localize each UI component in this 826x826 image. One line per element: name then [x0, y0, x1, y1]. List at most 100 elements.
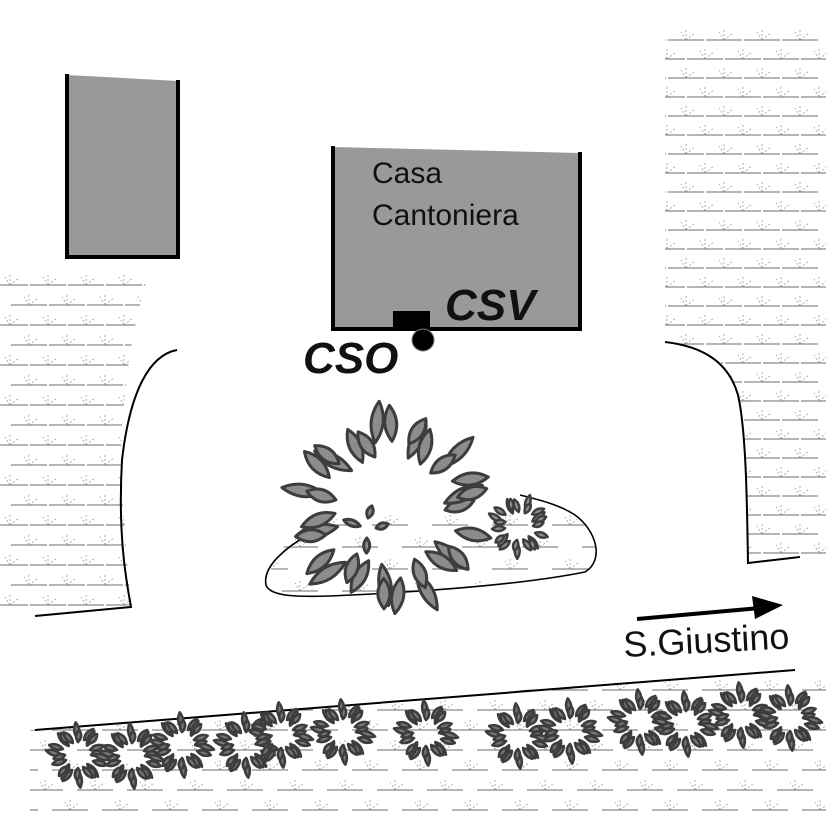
- leaf-shape: [643, 732, 656, 747]
- leaf-shape: [260, 745, 271, 758]
- leaf-shape: [715, 712, 730, 721]
- leaf-shape: [422, 706, 431, 722]
- leaf-shape: [101, 743, 119, 753]
- leaf-shape: [493, 506, 507, 517]
- direction-arrow-icon: [636, 596, 783, 621]
- leaf-shape: [145, 759, 163, 769]
- leaf-shape: [276, 746, 285, 762]
- leaf-shape: [242, 718, 251, 734]
- leaf-shape: [531, 520, 545, 529]
- leaf-shape: [573, 741, 586, 756]
- leaf-shape: [241, 756, 250, 772]
- shrub-small: [487, 493, 549, 561]
- leaf-shape: [291, 723, 308, 732]
- leaf-shape: [62, 730, 75, 745]
- leaf-shape: [407, 417, 428, 446]
- leaf-shape: [353, 720, 370, 729]
- leaf-shape: [374, 521, 390, 531]
- leaf-shape: [277, 708, 286, 724]
- leaf-shape: [400, 730, 415, 739]
- leaf-shape: [185, 755, 198, 770]
- leaf-shape: [195, 748, 213, 758]
- leaf-shape: [744, 725, 757, 740]
- leaf-shape: [660, 721, 675, 730]
- leaf-shape: [356, 430, 377, 459]
- leaf-shape: [494, 534, 506, 544]
- leaf-shape: [580, 708, 591, 721]
- leaf-shape: [305, 487, 338, 504]
- leaf-shape: [764, 715, 779, 724]
- leaf-shape: [365, 504, 375, 520]
- leaf-shape: [429, 453, 457, 475]
- leaf-shape: [284, 745, 297, 760]
- leaf-shape: [88, 732, 99, 745]
- leaf-shape: [389, 576, 406, 616]
- leaf-shape: [421, 744, 430, 760]
- leaf-shape: [493, 518, 507, 526]
- leaf-shape: [339, 705, 348, 721]
- leaf-shape: [566, 704, 575, 720]
- hedge-row: [44, 681, 824, 790]
- leaf-shape: [338, 743, 347, 759]
- leaf-shape: [696, 701, 707, 714]
- leaf-shape: [583, 734, 601, 744]
- leaf-shape: [800, 695, 811, 708]
- leaf-shape: [410, 708, 423, 723]
- leaf-shape: [580, 719, 597, 728]
- leaf-shape: [52, 752, 67, 761]
- leaf-shape: [57, 765, 68, 778]
- leaf-shape: [439, 736, 457, 746]
- leaf-shape: [700, 721, 720, 731]
- building-label-line1: Casa: [372, 157, 442, 190]
- leaf-shape: [327, 707, 340, 722]
- leaf-shape: [230, 720, 243, 735]
- shrub-large: [280, 399, 493, 616]
- leaf-shape: [774, 693, 787, 708]
- leaf-shape: [512, 498, 521, 514]
- casa-cantoniera-building: Casa Cantoniera CSV: [331, 146, 582, 331]
- leaf-shape: [710, 702, 728, 712]
- leaf-shape: [786, 691, 795, 707]
- leaf-shape: [220, 742, 235, 751]
- leaf-shape: [343, 552, 361, 585]
- leaf-shape: [383, 403, 399, 443]
- leaf-shape: [636, 695, 645, 711]
- leaf-shape: [655, 711, 673, 721]
- leaf-shape: [291, 712, 302, 725]
- leaf-shape: [295, 732, 315, 742]
- leaf-shape: [300, 511, 337, 530]
- leaf-shape: [151, 732, 169, 742]
- leaf-shape: [305, 548, 336, 576]
- csv-label: CSV: [445, 281, 539, 330]
- leaf-shape: [166, 720, 179, 735]
- small-building: [65, 74, 180, 259]
- leaf-shape: [313, 444, 341, 466]
- leaf-shape: [497, 746, 508, 759]
- flowerbed-outline: [264, 494, 597, 598]
- leaf-shape: [565, 742, 574, 758]
- leaf-shape: [528, 713, 539, 726]
- leaf-shape: [353, 709, 364, 722]
- leaf-shape: [294, 738, 312, 748]
- cso-marker-circle-icon[interactable]: [411, 328, 435, 352]
- direction-label-s-giustino: S.Giustino: [622, 615, 790, 665]
- leaf-shape: [584, 728, 604, 738]
- leaf-shape: [177, 756, 186, 772]
- leaf-shape: [376, 576, 392, 611]
- leaf-shape: [429, 743, 442, 758]
- left-field-boundary: [34, 349, 178, 617]
- leaf-shape: [250, 722, 268, 732]
- csv-marker-square-icon[interactable]: [393, 311, 430, 331]
- leaf-shape: [411, 557, 429, 590]
- leaf-shape: [533, 530, 549, 539]
- leaf-shape: [720, 725, 731, 738]
- leaf-shape: [785, 729, 794, 745]
- leaf-shape: [539, 718, 557, 728]
- leaf-shape: [549, 741, 560, 754]
- right-field-boundary: [664, 341, 801, 565]
- leaf-shape: [440, 730, 460, 740]
- leaf-shape: [534, 514, 548, 523]
- leaf-shape: [769, 728, 780, 741]
- leaf-shape: [416, 427, 434, 466]
- leaf-shape: [405, 743, 416, 756]
